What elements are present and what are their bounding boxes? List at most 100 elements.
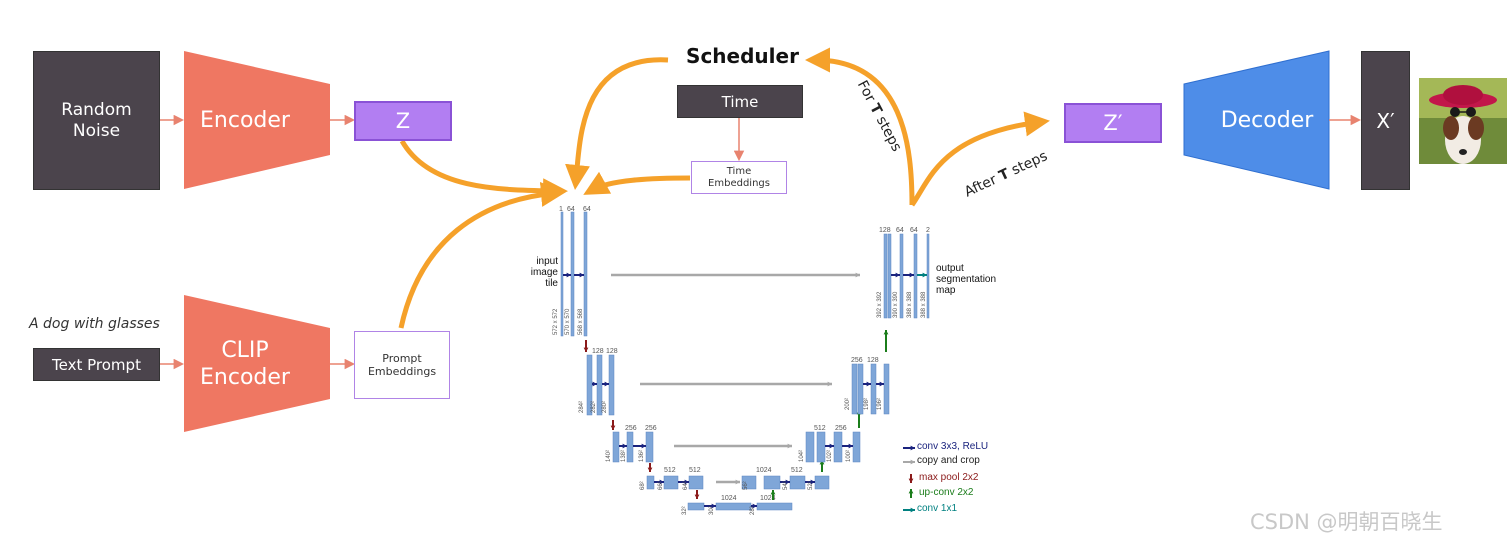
unet-conv-arrow-head	[604, 381, 609, 387]
legend-down-arrow-icon-head	[908, 478, 914, 483]
unet-size-top-right: 388 x 388	[907, 291, 913, 318]
unet-size-top-right: 390 x 390	[893, 291, 899, 318]
unet-bar-r2-c	[870, 363, 877, 415]
unet-size-lvl3-right: 100²	[846, 450, 852, 462]
unet-ch-top-left: 64	[567, 206, 575, 213]
legend-right-arrow-icon-head	[910, 445, 915, 451]
unet-conv-arrow-head	[659, 479, 664, 485]
unet-bar-b-a	[687, 502, 705, 511]
unet-size-top-right: 388 x 388	[921, 291, 927, 318]
scheduler-to-unet-arrow	[565, 57, 669, 190]
z-latent-box: Z	[354, 101, 452, 141]
unet-bar-l4-a	[646, 475, 655, 490]
unet-ch-lvl2-left: 128	[606, 348, 618, 355]
unet-conv-arrow-head	[641, 443, 646, 449]
unet-conv-arrow-head	[592, 381, 597, 387]
unet-ch-top-right: 128	[879, 227, 891, 234]
unet-size-lvl4-right: 54²	[783, 481, 789, 490]
unet-conv-arrow-head	[866, 381, 871, 387]
prompt-embeddings-to-unet-arrow	[398, 181, 566, 329]
legend-item-label: conv 3x3, ReLU	[917, 441, 989, 452]
unet-bar-l3-a	[612, 431, 620, 463]
unet-conv1x1-arrow-head	[922, 272, 927, 278]
watermark: CSDN @明朝百晓生	[1250, 510, 1443, 534]
unet-bar-r1-b	[887, 233, 892, 319]
unet-pool-arrow-head	[610, 425, 616, 430]
unet-ch-top-left: 1	[559, 206, 563, 213]
unet-output-label: output segmentation map	[936, 263, 997, 296]
unet-ch-lvl4-right: 1024	[756, 467, 772, 474]
unet-pool-arrow-head	[583, 347, 589, 352]
unet-size-top-left: 568 x 568	[578, 308, 584, 335]
unet-ch-lvl3-right: 256	[835, 425, 847, 432]
unet-pool-arrow-head	[694, 494, 700, 499]
unet-bar-r4-d	[814, 475, 830, 490]
random-noise-box: Random Noise	[33, 51, 160, 190]
legend-up-arrow-icon-head	[908, 489, 914, 494]
unet-ch-top-right: 64	[896, 227, 904, 234]
unet-size-lvl4-right: 52²	[808, 481, 814, 490]
unet-pool-arrow-head	[647, 467, 653, 472]
scheduler-title: Scheduler	[686, 44, 799, 68]
unet-conv-arrow-head	[829, 443, 834, 449]
unet-copy-arrow-l3-head	[787, 443, 792, 449]
unet-size-bottom: 28²	[750, 506, 756, 515]
unet-size-lvl2-right: 200²	[845, 398, 851, 410]
legend-right-arrow-icon-head	[910, 459, 915, 465]
unet-conv-arrow-head	[711, 503, 716, 509]
unet-size-bottom: 30²	[709, 506, 715, 515]
unet-input-label: input image tile	[530, 256, 558, 289]
unet-conv-arrow-head	[752, 503, 757, 509]
unet-ch-lvl2-right: 128	[867, 357, 879, 364]
unet-size-lvl2-left: 282²	[591, 401, 597, 413]
x-prime-box: X′	[1361, 51, 1410, 190]
unet-conv-arrow-head	[622, 443, 627, 449]
unet-bar-l4-c	[688, 475, 704, 490]
legend-item-label: max pool 2x2	[919, 472, 979, 483]
unet-size-lvl3-right: 104²	[799, 450, 805, 462]
legend-item-label: copy and crop	[917, 455, 980, 466]
unet-size-lvl2-right: 196²	[877, 398, 883, 410]
unet-copy-arrow-l1-head	[855, 272, 860, 278]
encoder-shape	[184, 51, 330, 189]
z-to-unet-arrow	[399, 139, 568, 204]
unet-size-lvl4-left: 66²	[658, 481, 664, 490]
unet-bar-r2-d	[883, 363, 890, 415]
prompt-caption: A dog with glasses	[29, 316, 160, 332]
unet-bar-l4-b	[663, 475, 679, 490]
time-box: Time	[677, 85, 803, 118]
unet-bar-r1-d	[913, 233, 918, 319]
dog-with-hat-image	[1419, 78, 1507, 164]
unet-conv-arrow-head	[895, 272, 900, 278]
unet-bar-r1-c	[899, 233, 904, 319]
unet-upconv-arrow-head	[883, 330, 889, 335]
z-prime-latent-box: Z′	[1064, 103, 1162, 143]
unet-ch-lvl4-left: 512	[689, 467, 701, 474]
unet-size-lvl2-left: 280²	[602, 401, 608, 413]
unet-bar-r3-c	[833, 431, 843, 463]
unet-ch-lvl3-left: 256	[625, 425, 637, 432]
clip-encoder-label: CLIP Encoder	[200, 338, 290, 390]
unet-bar-r2-a	[851, 363, 858, 415]
decoder-shape	[1183, 50, 1330, 190]
clip-encoder-shape	[184, 295, 330, 432]
unet-ch-lvl3-right: 512	[814, 425, 826, 432]
unet-conv-arrow-head	[566, 272, 571, 278]
unet-bar-l2-c	[608, 354, 615, 416]
unet-bar-l1-b	[570, 211, 575, 337]
unet-bar-r2-b	[857, 363, 864, 415]
unet-ch-top-right: 2	[926, 227, 930, 234]
unet-size-bottom: 32²	[682, 506, 688, 515]
unet-size-lvl2-right: 198²	[864, 398, 870, 410]
time-embeddings-to-unet-arrow	[583, 171, 691, 195]
unet-ch-lvl2-left: 128	[592, 348, 604, 355]
unet-to-z-prime-arrow	[909, 111, 1050, 207]
unet-size-top-right: 392 x 392	[877, 291, 883, 318]
unet-ch-bottom: 1024	[760, 495, 776, 502]
unet-conv-arrow-head	[810, 479, 815, 485]
unet-bar-r3-b	[816, 431, 826, 463]
unet-conv-arrow-head	[879, 381, 884, 387]
